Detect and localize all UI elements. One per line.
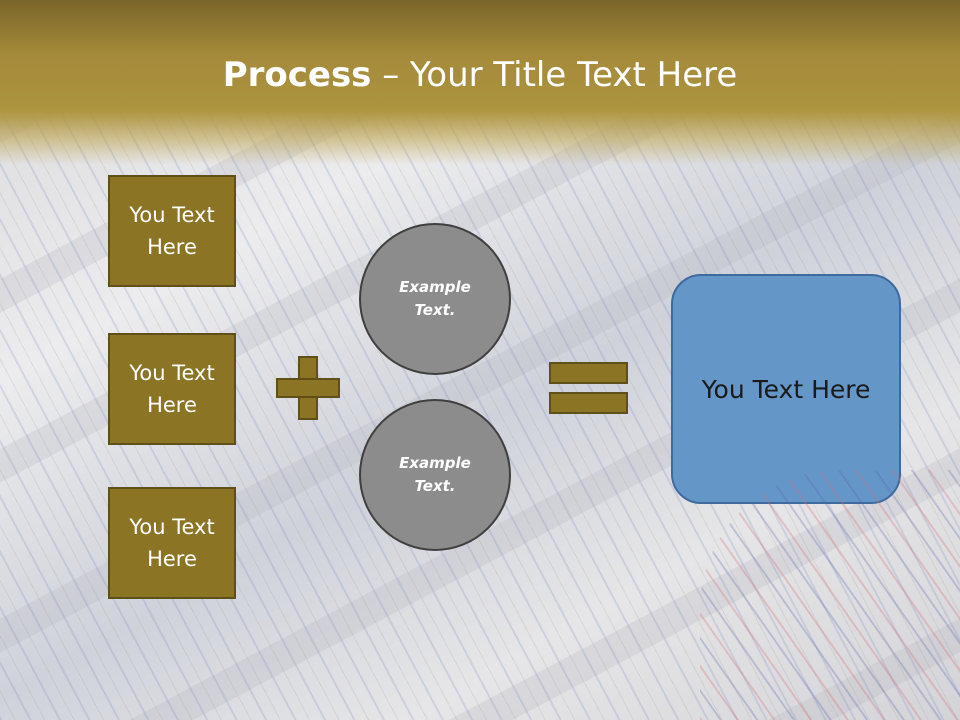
result-label: You Text Here bbox=[701, 374, 871, 404]
title-bold: Process bbox=[222, 55, 372, 95]
text-box-1-line2: Here bbox=[147, 235, 197, 259]
slide-title: Process – Your Title Text Here bbox=[0, 52, 960, 98]
text-box-2-line1: You Text bbox=[129, 361, 215, 385]
result-box: You Text Here bbox=[671, 274, 901, 504]
title-band bbox=[0, 0, 960, 165]
equals-bar-bottom bbox=[549, 392, 628, 414]
text-box-1-line1: You Text bbox=[129, 203, 215, 227]
text-box-2-line2: Here bbox=[147, 393, 197, 417]
plus-icon bbox=[276, 356, 340, 420]
circle-1-line2: Text. bbox=[414, 301, 456, 319]
circle-2-line1: Example bbox=[399, 454, 471, 472]
circle-2-line2: Text. bbox=[414, 477, 456, 495]
circle-1-line1: Example bbox=[399, 278, 471, 296]
title-rest: – Your Title Text Here bbox=[371, 55, 738, 95]
equals-bar-top bbox=[549, 362, 628, 384]
text-box-3-line1: You Text bbox=[129, 515, 215, 539]
text-box-3-line2: Here bbox=[147, 547, 197, 571]
